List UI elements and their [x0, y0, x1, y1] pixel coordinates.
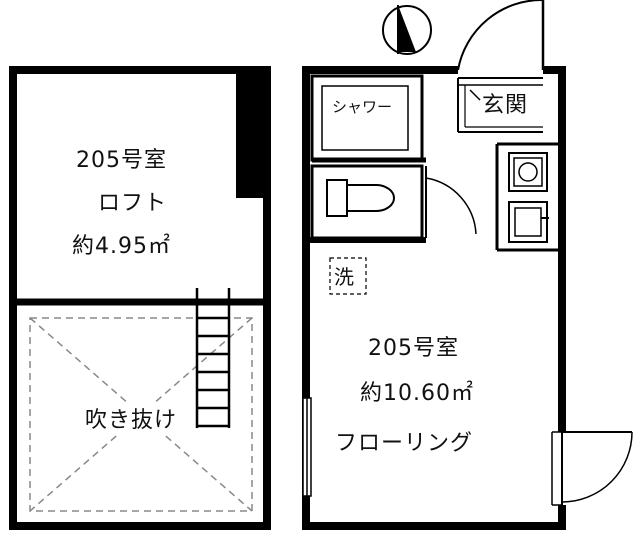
shower-label: シャワー [332, 98, 393, 116]
loft-room-type: ロフト [98, 191, 168, 216]
loft-pillar [236, 70, 267, 198]
loft-plan [9, 66, 271, 530]
main-floor-type: フローリング [335, 431, 474, 456]
entrance-label: 玄関 [482, 93, 529, 118]
stove-icon [508, 152, 548, 192]
left-window [302, 397, 312, 497]
void-label: 吹き抜け [83, 402, 180, 434]
north-arrow-icon [382, 5, 432, 55]
washer-label: 洗 [334, 265, 355, 289]
balcony-door [551, 431, 633, 506]
main-plan [302, 0, 633, 530]
loft-area: 約4.95㎡ [72, 234, 171, 259]
kitchen [495, 142, 562, 252]
shower-room [310, 74, 426, 163]
sink-icon [508, 201, 549, 243]
toilet-room [306, 164, 477, 243]
toilet-door [425, 166, 477, 238]
main-area: 約10.60㎡ [360, 381, 474, 406]
ladder [195, 288, 231, 428]
washer-space [329, 257, 367, 295]
entrance-area [457, 77, 543, 133]
loft-outer-wall [9, 66, 271, 530]
loft-room-number: 205号室 [76, 148, 167, 173]
void-area-outline [29, 317, 253, 512]
entrance-door [457, 0, 545, 71]
main-room-number: 205号室 [368, 336, 459, 361]
toilet-icon [326, 179, 395, 217]
